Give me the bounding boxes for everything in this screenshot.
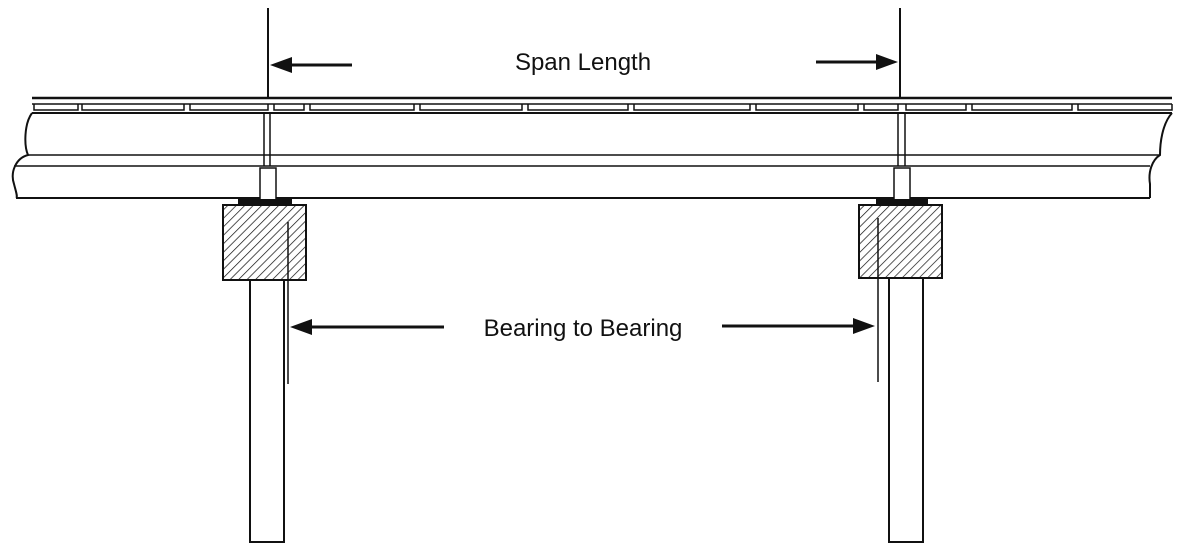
left-support [222,167,307,543]
bearing-left-arrow [290,319,444,335]
bearing-to-bearing-dimension: Bearing to Bearing [287,218,879,384]
span-right-arrow [816,54,898,70]
right-pier-cap [858,204,943,279]
span-left-arrow [270,57,352,73]
left-pier-cap [222,204,307,281]
right-support [858,167,943,543]
bearing-right-arrow [722,318,875,334]
span-length-label: Span Length [515,49,651,76]
span-length-dimension: Span Length [267,8,901,98]
right-bearing [876,167,928,206]
left-bearing [238,167,292,206]
deck-panels [33,104,1173,111]
left-pier-column [249,279,285,543]
bridge-deck [11,96,1173,199]
right-pier-column [888,277,924,543]
bearing-to-bearing-label: Bearing to Bearing [484,315,683,342]
